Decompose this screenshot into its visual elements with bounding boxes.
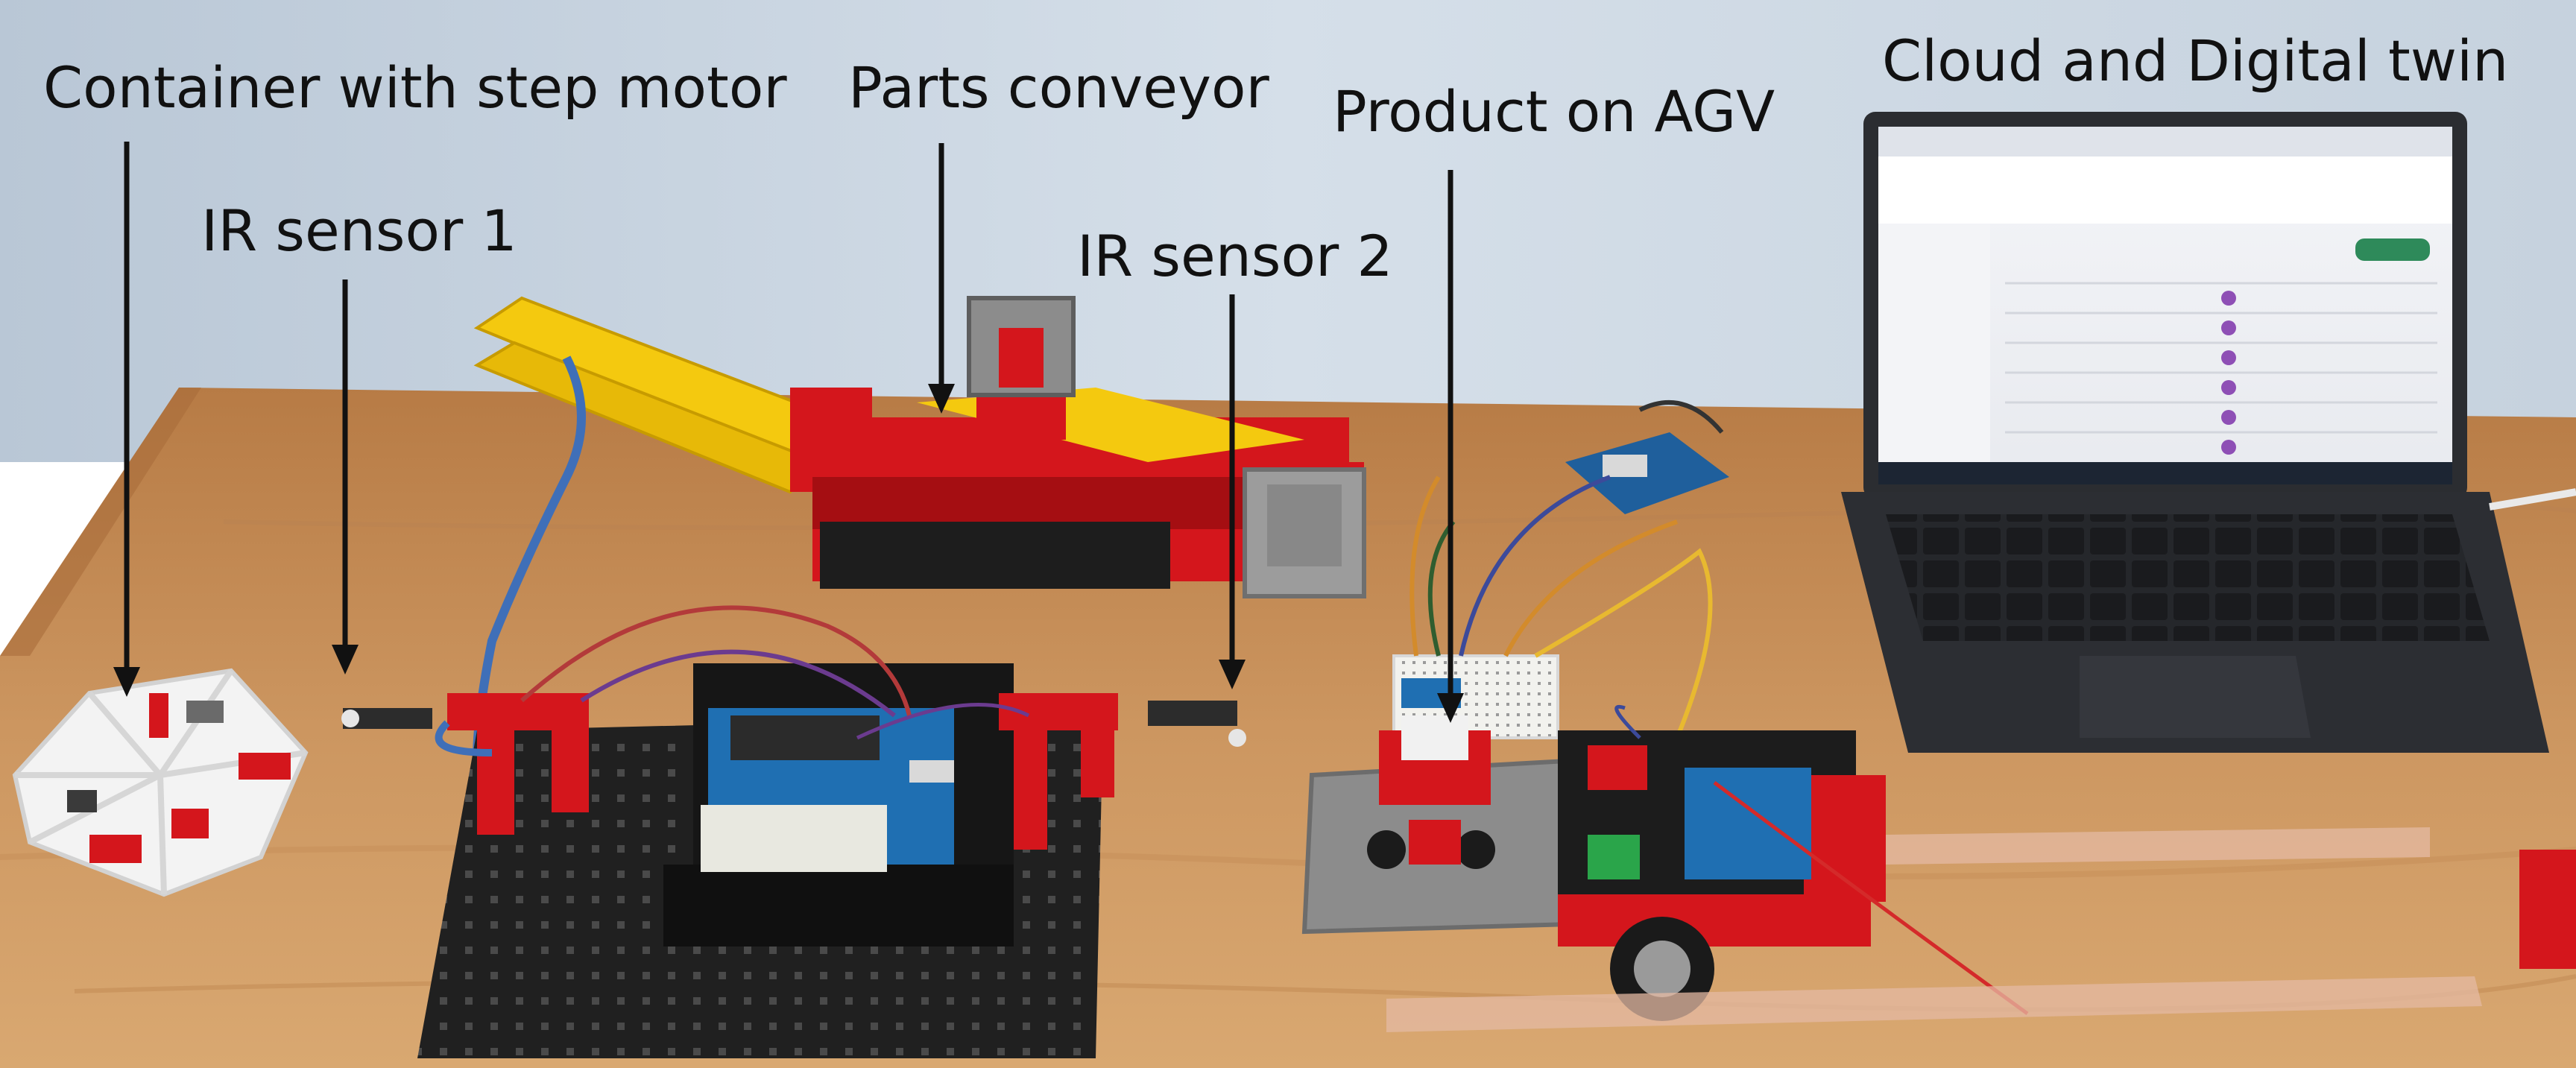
arrow-down-icon [1219, 294, 1246, 689]
pegboard-with-controller [341, 605, 1246, 1058]
agv-track-tape [1386, 827, 2482, 1032]
breadboard-with-wires [1392, 400, 1724, 739]
label-parts-conveyor: Parts conveyor [848, 54, 1269, 121]
label-cloud-and-digital-twin: Cloud and Digital twin [1882, 28, 2509, 94]
wifi-arduino-board [1565, 432, 1729, 514]
arrow-down-icon [928, 143, 955, 414]
agv-robot [1301, 704, 2029, 1021]
arrow-down-icon [332, 279, 359, 674]
arrow-down-icon [113, 142, 140, 697]
annotation-arrows [113, 142, 1464, 723]
parts-conveyor-machine [473, 296, 1366, 761]
label-ir-sensor-2: IR sensor 2 [1077, 223, 1393, 289]
arrow-down-icon [1437, 170, 1464, 723]
red-brick [2519, 850, 2576, 969]
laptop [1841, 112, 2576, 753]
label-product-on-agv: Product on AGV [1333, 78, 1775, 145]
hexagonal-parts-container [12, 668, 309, 897]
label-container-with-step-motor: Container with step motor [43, 54, 787, 121]
label-ir-sensor-1: IR sensor 1 [201, 198, 517, 264]
